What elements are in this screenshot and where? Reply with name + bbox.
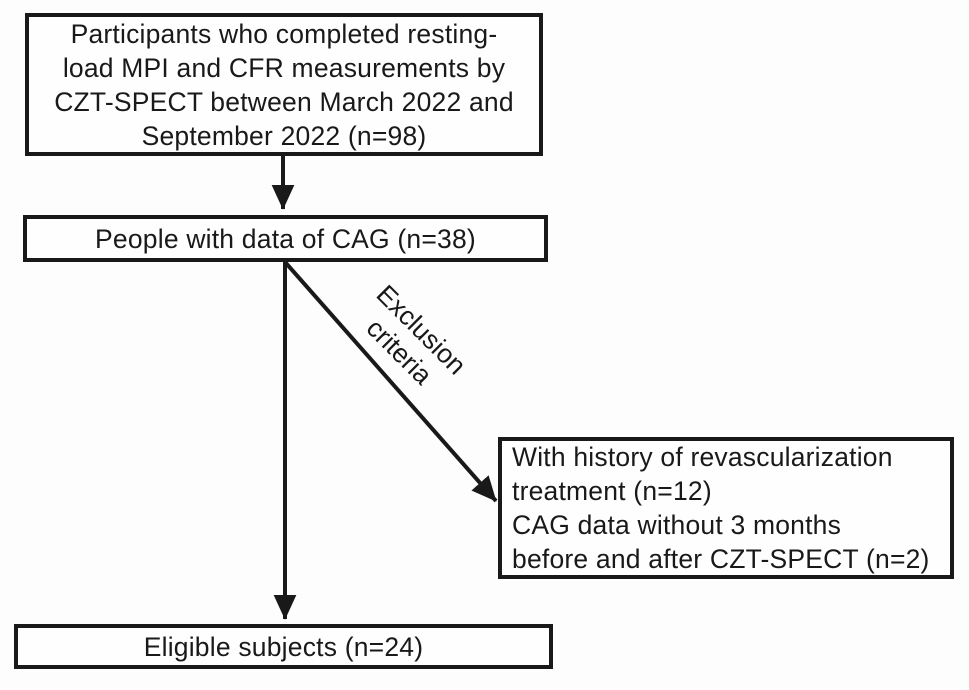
flow-node-cag: People with data of CAG (n=38) xyxy=(23,215,548,262)
flow-node-eligible-text: Eligible subjects (n=24) xyxy=(143,631,424,662)
flow-node-eligible: Eligible subjects (n=24) xyxy=(14,624,553,669)
flow-node-exclusion-details: With history of revascularization treatm… xyxy=(498,437,954,579)
edge-label-exclusion-criteria: Exclusion criteria xyxy=(360,278,473,391)
flow-node-exclusion-details-text: With history of revascularization treatm… xyxy=(512,442,930,574)
flow-node-participants-text: Participants who completed resting- load… xyxy=(54,18,514,151)
flow-node-cag-text: People with data of CAG (n=38) xyxy=(95,223,476,254)
flow-node-participants: Participants who completed resting- load… xyxy=(25,13,543,156)
